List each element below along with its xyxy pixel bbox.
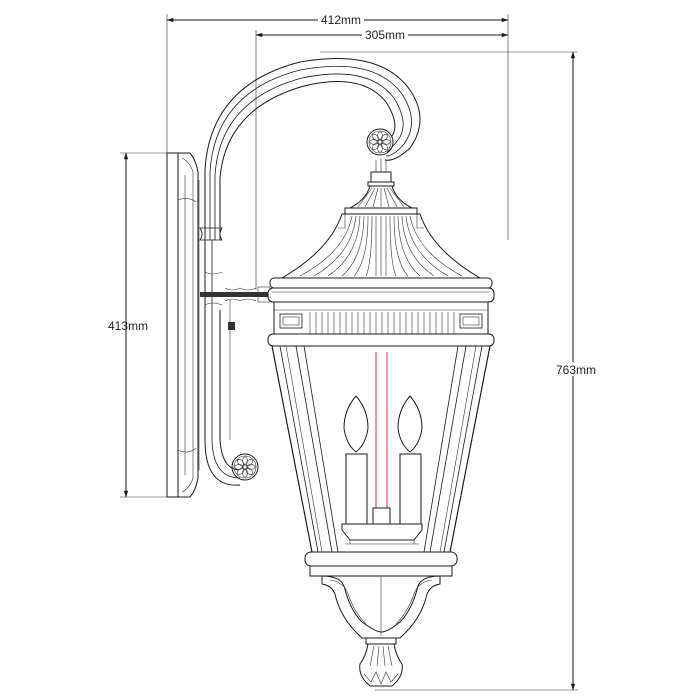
dim-label-763: 763mm [556, 363, 596, 377]
candle-left [343, 395, 369, 525]
scroll-arm [199, 58, 421, 486]
wall-backplate [166, 152, 200, 498]
dim-label-305: 305mm [365, 28, 405, 42]
bottom-rosette-icon [231, 453, 259, 481]
threaded-rod [200, 292, 270, 297]
lantern-base [304, 551, 458, 687]
dimension-overall-height: 763mm [320, 51, 599, 691]
dimension-overall-width: 412mm [166, 12, 509, 497]
dim-label-412: 412mm [321, 13, 361, 27]
top-rosette-icon [366, 128, 394, 156]
dimension-projection: 305mm [255, 27, 509, 290]
set-screw [228, 322, 235, 330]
fluted-frieze [267, 301, 495, 347]
glass-body [271, 345, 491, 553]
lantern-roof [267, 158, 495, 303]
dim-label-413: 413mm [108, 319, 148, 333]
candle-right [397, 395, 423, 525]
